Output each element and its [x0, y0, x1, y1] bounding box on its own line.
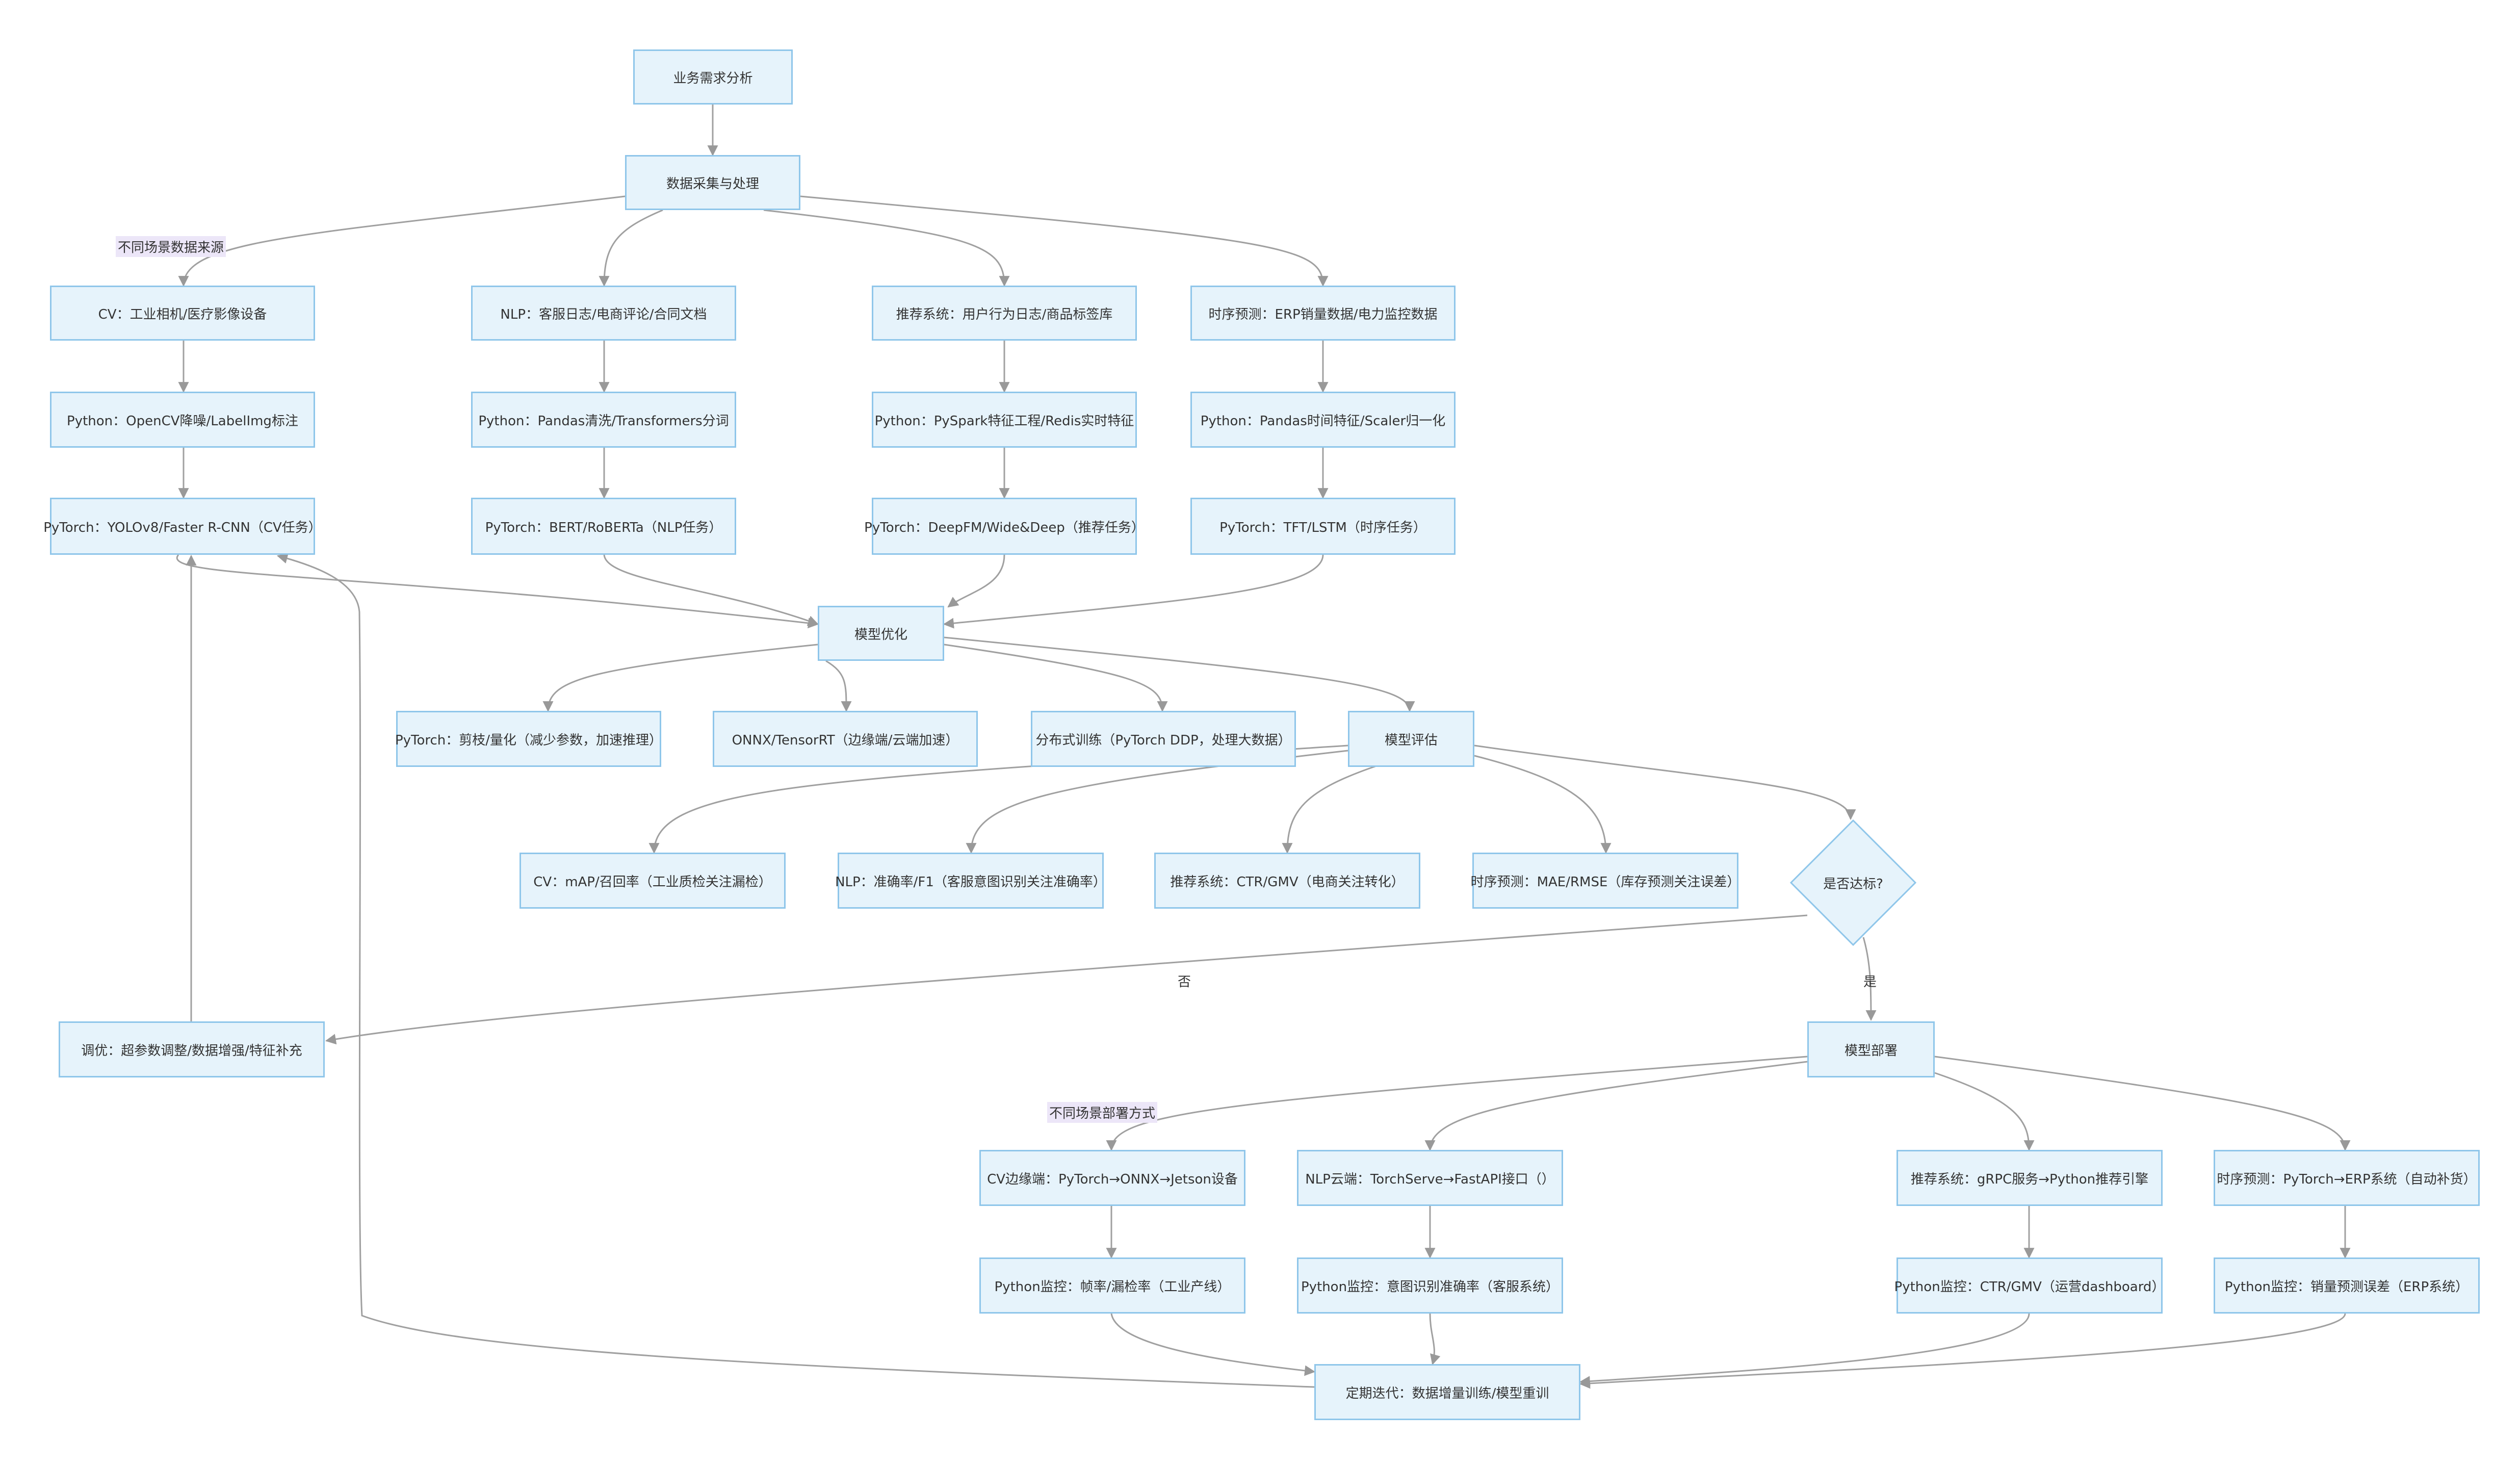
node-model-deployment: 模型部署: [1807, 1021, 1935, 1077]
edge-H-I4: [1474, 755, 1612, 854]
node-nlp-metric: NLP：准确率/F1（客服意图识别关注准确率）: [835, 853, 1106, 909]
node-rec-monitor: Python监控：CTR/GMV（运营dashboard）: [1894, 1257, 2165, 1314]
edge-L-M1: [1106, 1056, 1808, 1151]
node-ts-monitor: Python监控：销量预测误差（ERP系统）: [2214, 1257, 2480, 1314]
node-cv-metric: CV：mAP/召回率（工业质检关注漏检）: [519, 853, 786, 909]
edge-F-H: [944, 636, 1415, 712]
node-nlp-deploy: NLP云端：TorchServe→FastAPI接口（）: [1297, 1150, 1563, 1206]
edge-H-I3: [1282, 765, 1377, 854]
decision-diamond-shape: [1789, 819, 1917, 946]
node-nlp-source: NLP：客服日志/电商评论/合同文档: [471, 286, 736, 341]
node-ts-preprocess: Python：Pandas时间特征/Scaler归一化: [1190, 392, 1456, 448]
node-nlp-model: PyTorch：BERT/RoBERTa（NLP任务）: [471, 498, 736, 555]
node-cv-monitor: Python监控：帧率/漏检率（工业产线）: [979, 1257, 1245, 1314]
node-nlp-preprocess: Python：Pandas清洗/Transformers分词: [471, 392, 736, 448]
edge-J-L: [1862, 937, 1877, 1021]
node-business-analysis: 业务需求分析: [633, 49, 793, 105]
node-nlp-monitor: Python监控：意图识别准确率（客服系统）: [1297, 1257, 1563, 1314]
node-model-evaluation: 模型评估: [1348, 711, 1474, 767]
node-cv-preprocess: Python：OpenCV降噪/LabelImg标注: [50, 392, 315, 448]
edge-N4-O: [1579, 1313, 2346, 1389]
edge-E1-F: [176, 554, 819, 629]
edge-B-C4: [800, 195, 1329, 287]
node-cv-source: CV：工业相机/医疗影像设备: [50, 286, 315, 341]
edge-label-no: 否: [1178, 974, 1191, 990]
node-rec-source: 推荐系统：用户行为日志/商品标签库: [872, 286, 1137, 341]
node-model-optimization: 模型优化: [818, 606, 944, 661]
edge-J-K: [325, 914, 1808, 1045]
node-ts-source: 时序预测：ERP销量数据/电力监控数据: [1190, 286, 1456, 341]
edge-B-C1: [178, 195, 626, 287]
edge-H-J: [1474, 744, 1856, 820]
node-rec-deploy: 推荐系统：gRPC服务→Python推荐引擎: [1897, 1150, 2163, 1206]
edge-E3-F: [947, 554, 1005, 608]
node-tuning: 调优：超参数调整/数据增强/特征补充: [59, 1021, 325, 1077]
edge-B-C2: [599, 209, 663, 287]
edge-L-M4: [1934, 1056, 2351, 1151]
node-prune-quantize: PyTorch：剪枝/量化（减少参数，加速推理）: [395, 711, 662, 767]
node-periodic-iteration: 定期迭代：数据增量训练/模型重训: [1314, 1364, 1580, 1420]
node-ts-deploy: 时序预测：PyTorch→ERP系统（自动补货）: [2214, 1150, 2480, 1206]
node-rec-model: PyTorch：DeepFM/Wide&Deep（推荐任务）: [864, 498, 1145, 555]
node-ts-model: PyTorch：TFT/LSTM（时序任务）: [1190, 498, 1456, 555]
edge-label-deploy-modes: 不同场景部署方式: [1047, 1102, 1158, 1123]
node-rec-metric: 推荐系统：CTR/GMV（电商关注转化）: [1154, 853, 1420, 909]
edge-F-G1: [542, 644, 818, 712]
node-onnx-tensorrt: ONNX/TensorRT（边缘端/云端加速）: [713, 711, 978, 767]
edge-F-H1: [944, 644, 1168, 712]
node-meets-standard-decision: 是否达标?: [1789, 819, 1917, 946]
edge-label-data-sources: 不同场景数据来源: [116, 236, 226, 257]
edge-N1-O: [1110, 1313, 1316, 1376]
node-rec-preprocess: Python：PySpark特征工程/Redis实时特征: [872, 392, 1137, 448]
edge-B-C3: [763, 209, 1010, 287]
edge-E4-F: [943, 554, 1324, 629]
node-ts-metric: 时序预测：MAE/RMSE（库存预测关注误差）: [1471, 853, 1740, 909]
edge-L-M2: [1424, 1061, 1808, 1151]
node-cv-deploy: CV边缘端：PyTorch→ONNX→Jetson设备: [979, 1150, 1245, 1206]
decision-label: 是否达标?: [1823, 876, 1883, 892]
edge-E2-F: [603, 554, 819, 626]
node-data-collection: 数据采集与处理: [625, 155, 800, 210]
edge-O-E1: [276, 553, 1315, 1388]
edge-N3-O: [1579, 1313, 2030, 1387]
node-distributed-training: 分布式训练（PyTorch DDP，处理大数据）: [1031, 711, 1296, 767]
node-cv-model: PyTorch：YOLOv8/Faster R-CNN（CV任务）: [43, 498, 322, 555]
edge-N2-O: [1429, 1313, 1441, 1366]
edge-F-G2: [825, 660, 852, 712]
edge-label-yes: 是: [1863, 974, 1877, 990]
edge-L-M3: [1934, 1072, 2035, 1151]
